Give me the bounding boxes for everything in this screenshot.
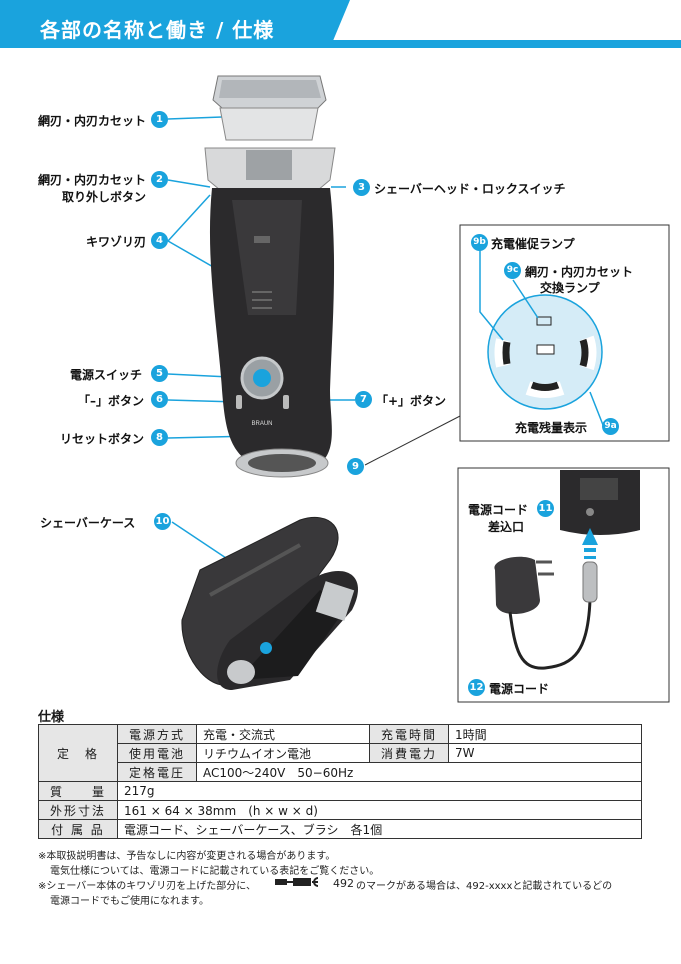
- part-6-label: 「–」ボタン: [78, 394, 145, 408]
- part-10-number: 10: [154, 513, 171, 530]
- spec-cell-value: リチウムイオン電池: [196, 743, 370, 763]
- part-4-number: 4: [151, 232, 168, 249]
- svg-text:BRAUN: BRAUN: [251, 421, 272, 427]
- part-6-number: 6: [151, 391, 168, 408]
- note-3a: ※シェーバー本体のキワゾリ刃を上げた部分に、: [38, 881, 256, 892]
- spec-cell-key: 消費電力: [369, 743, 449, 763]
- note-3b: 492: [333, 877, 354, 890]
- spec-mass-value: 217g: [117, 781, 642, 801]
- spec-cell-key: 充電時間: [369, 724, 449, 744]
- spec-table: 定 格 電源方式 充電・交流式 充電時間 1時間 使用電池 リチウムイオン電池 …: [38, 724, 642, 839]
- header-rule: [330, 40, 681, 48]
- cassette-illustration: [212, 75, 327, 141]
- part-2-number: 2: [151, 171, 168, 188]
- note-4: 電源コードでもご使用になれます。: [50, 896, 209, 907]
- part-9b-label: 充電催促ランプ: [491, 237, 575, 251]
- part-2-label-line2: 取り外しボタン: [61, 190, 146, 204]
- spec-cell-key: 使用電池: [117, 743, 197, 763]
- part-3-label: シェーバーヘッド・ロックスイッチ: [374, 182, 566, 196]
- note-1: ※本取扱説明書は、予告なしに内容が変更される場合があります。: [38, 851, 336, 862]
- part-8-number: 8: [151, 429, 168, 446]
- spec-mass-header: 質 量: [38, 781, 118, 801]
- part-1-number: 1: [151, 111, 168, 128]
- spec-cell-key: 電源方式: [117, 724, 197, 744]
- spec-cell-value: 充電・交流式: [196, 724, 370, 744]
- part-9c-label: 網刃・内刃カセット: [525, 265, 634, 279]
- header-banner: [0, 0, 350, 48]
- spec-cell-value: 1時間: [448, 724, 642, 744]
- part-9a-number: 9a: [602, 418, 619, 435]
- note-3c: のマークがある場合は、492-xxxxと記載されているどの: [356, 881, 613, 892]
- shaver-body-illustration: BRAUN: [204, 147, 336, 478]
- part-11-label: 電源コード: [468, 503, 529, 517]
- part-8-label: リセットボタン: [60, 432, 145, 446]
- part-5-number: 5: [151, 365, 168, 382]
- part-1-label: 網刃・内刃カセット: [38, 114, 147, 128]
- part-10-label: シェーバーケース: [40, 516, 136, 530]
- plug-mark-icon: [275, 877, 319, 887]
- part-5-label: 電源スイッチ: [70, 368, 143, 382]
- spec-size-header: 外形寸法: [38, 800, 118, 820]
- part-12-number: 12: [468, 679, 485, 696]
- indicator-illustration: [487, 294, 603, 410]
- part-4-label: キワゾリ刃: [86, 235, 147, 249]
- part-2-label: 網刃・内刃カセット: [38, 173, 147, 187]
- part-9-number: 9: [347, 458, 364, 475]
- spec-title: 仕様: [38, 710, 65, 725]
- part-9b-number: 9b: [471, 234, 488, 251]
- part-3-number: 3: [353, 179, 370, 196]
- spec-size-value: 161 × 64 × 38mm (h × w × d): [117, 800, 642, 820]
- note-2: 電気仕様については、電源コードに記載されている表記をご覧ください。: [50, 866, 380, 877]
- case-illustration: [181, 516, 358, 690]
- spec-cell-value: 7W: [448, 743, 642, 763]
- page-title: 各部の名称と働き / 仕様: [40, 18, 275, 42]
- spec-accessories-value: 電源コード、シェーバーケース、ブラシ 各1個: [117, 819, 642, 839]
- spec-cell-value: AC100〜240V 50−60Hz: [196, 762, 642, 782]
- part-7-number: 7: [355, 391, 372, 408]
- part-9c-label-line2: 交換ランプ: [540, 281, 600, 295]
- charger-illustration: [494, 470, 640, 670]
- spec-accessories-header: 付 属 品: [38, 819, 118, 839]
- part-9c-number: 9c: [504, 262, 521, 279]
- part-7-label: 「+」ボタン: [376, 394, 447, 408]
- part-9a-label: 充電残量表示: [515, 421, 588, 435]
- spec-cell-key: 定格電圧: [117, 762, 197, 782]
- part-12-label: 電源コード: [489, 682, 550, 696]
- part-11-number: 11: [537, 500, 554, 517]
- part-11-label-line2: 差込口: [488, 520, 525, 534]
- spec-rated-header: 定 格: [38, 724, 118, 782]
